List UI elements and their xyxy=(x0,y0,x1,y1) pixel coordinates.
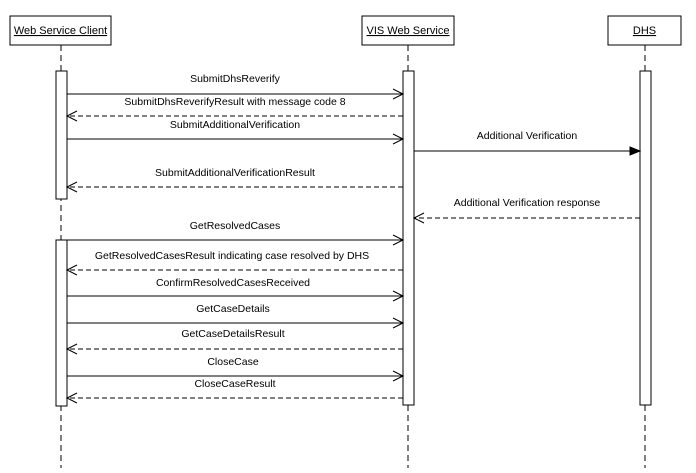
participant-client-label: Web Service Client xyxy=(14,25,107,37)
message-9-arrowhead xyxy=(392,290,405,302)
message-9-label: ConfirmResolvedCasesReceived xyxy=(156,277,310,289)
message-4-arrowhead xyxy=(629,146,642,156)
message-4: Additional Verification xyxy=(414,130,642,156)
message-5-arrowhead xyxy=(65,181,78,193)
message-8-arrowhead xyxy=(65,264,78,276)
activation-client-1 xyxy=(55,70,68,200)
message-6-arrowhead xyxy=(412,212,425,224)
participant-vis-label: VIS Web Service xyxy=(367,25,450,37)
message-12-label: CloseCase xyxy=(207,356,259,368)
message-5: SubmitAdditionalVerificationResult xyxy=(65,167,403,193)
message-12-arrowhead xyxy=(392,370,405,382)
message-3-label: SubmitAdditionalVerification xyxy=(170,119,300,131)
message-1-label: SubmitDhsReverify xyxy=(190,73,281,85)
message-11-arrowhead xyxy=(65,343,78,355)
participant-vis-box xyxy=(361,15,455,46)
message-3: SubmitAdditionalVerification xyxy=(67,119,405,145)
activation-client-2 xyxy=(55,239,68,407)
message-8: GetResolvedCasesResult indicating case r… xyxy=(65,250,403,276)
message-2-label: SubmitDhsReverifyResult with message cod… xyxy=(124,96,345,108)
message-10: GetCaseDetails xyxy=(67,303,405,329)
message-11: GetCaseDetailsResult xyxy=(65,328,403,355)
message-13: CloseCaseResult xyxy=(65,378,403,404)
message-1: SubmitDhsReverify xyxy=(67,73,405,100)
message-13-arrowhead xyxy=(65,392,78,404)
participant-client-box xyxy=(9,15,112,46)
message-7: GetResolvedCases xyxy=(67,220,405,246)
activation-vis xyxy=(402,70,415,406)
message-3-arrowhead xyxy=(392,133,405,145)
message-5-label: SubmitAdditionalVerificationResult xyxy=(155,167,315,179)
message-2-arrowhead xyxy=(65,110,78,122)
message-6: Additional Verification response xyxy=(412,197,640,224)
message-7-arrowhead xyxy=(392,234,405,246)
activation-dhs xyxy=(639,70,652,406)
message-12: CloseCase xyxy=(67,356,405,382)
message-11-label: GetCaseDetailsResult xyxy=(181,328,284,340)
participant-vis: VIS Web Service xyxy=(361,15,455,46)
participant-client: Web Service Client xyxy=(9,15,112,46)
message-2: SubmitDhsReverifyResult with message cod… xyxy=(65,96,403,122)
message-6-label: Additional Verification response xyxy=(454,197,601,209)
participant-dhs-label: DHS xyxy=(633,25,656,37)
message-4-label: Additional Verification xyxy=(477,130,578,142)
message-10-label: GetCaseDetails xyxy=(196,303,270,315)
message-1-arrowhead xyxy=(392,88,405,100)
message-10-arrowhead xyxy=(392,317,405,329)
message-8-label: GetResolvedCasesResult indicating case r… xyxy=(95,250,369,262)
message-13-label: CloseCaseResult xyxy=(194,378,275,390)
message-9: ConfirmResolvedCasesReceived xyxy=(67,277,405,302)
message-7-label: GetResolvedCases xyxy=(190,220,280,232)
participant-dhs: DHS xyxy=(607,15,682,46)
